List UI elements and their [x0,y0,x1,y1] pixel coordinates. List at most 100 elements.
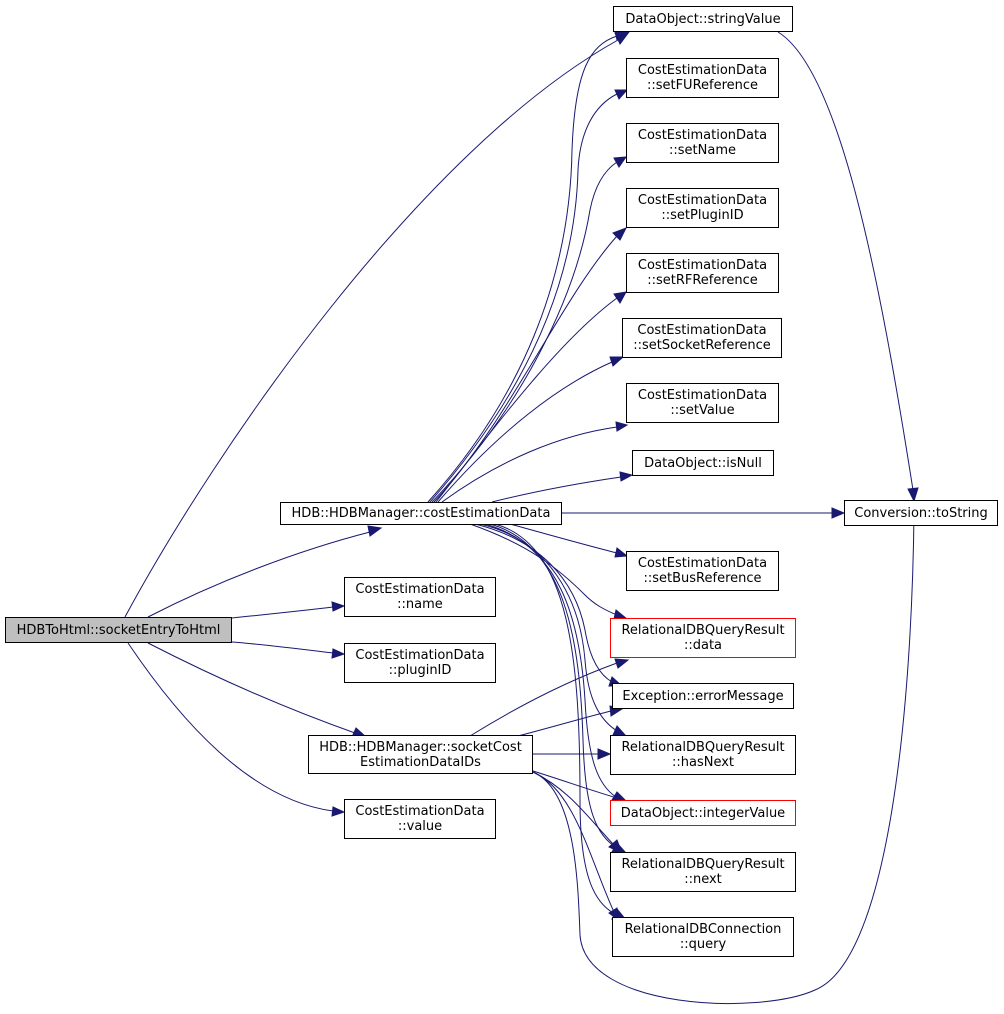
edge-sced-to-query [532,771,615,913]
node-label: RelationalDBQueryResult [621,857,785,872]
node-costestimationdata-setrfreference[interactable]: CostEstimationData ::setRFReference [626,253,779,293]
node-label: Exception::errorMessage [622,688,784,704]
edge-arrow [614,547,629,558]
edge-arrow [612,227,628,241]
edge-arrow [907,487,919,503]
edge-ced-to-setsocketreference [437,361,613,503]
edge-root-to-socketcostids [147,642,356,734]
node-label: DataObject::stringValue [625,11,781,27]
node-label: ::name [397,597,443,612]
edge-arrow [615,421,629,432]
node-costestimationdata-setvalue[interactable]: CostEstimationData ::setValue [626,383,779,423]
node-label: CostEstimationData [637,258,768,273]
node-hdbtohtml-socketentrytohtml: HDBToHtml::socketEntryToHtml [5,617,232,643]
edge-arrow [331,601,346,612]
node-label: RelationalDBQueryResult [621,623,785,638]
edge-arrow [609,356,625,367]
node-label: ::setRFReference [647,273,758,288]
edge-ced-to-errormessage [474,523,613,683]
edge-ced-to-next [489,523,618,849]
node-costestimationdata-setbusreference[interactable]: CostEstimationData ::setBusReference [626,551,779,591]
node-label: ::setSocketReference [633,338,771,353]
edge-arrow [608,839,623,854]
node-label: ::data [683,638,723,653]
node-costestimationdata-name[interactable]: CostEstimationData ::name [344,577,496,617]
node-label: ::hasNext [671,755,735,770]
edge-arrow [331,648,346,659]
node-label: RelationalDBQueryResult [621,740,785,755]
node-label: CostEstimationData [355,804,485,819]
node-label: ::setValue [670,403,735,418]
node-label: DataObject::isNull [644,455,762,471]
node-label: ::setPluginID [661,208,744,223]
node-hdbmanager-socketcostestimationdataids[interactable]: HDB::HDBManager::socketCost EstimationDa… [308,735,533,774]
node-label: CostEstimationData [637,128,768,143]
edge-ced-to-integervalue [484,523,617,798]
node-relationaldbqueryresult-data[interactable]: RelationalDBQueryResult ::data [610,618,796,658]
edge-arrow [613,156,628,168]
node-label: CostEstimationData [637,388,768,403]
node-label: Conversion::toString [854,505,988,521]
node-label: CostEstimationData [355,648,485,663]
node-costestimationdata-pluginid[interactable]: CostEstimationData ::pluginID [344,643,496,683]
node-dataobject-integervalue[interactable]: DataObject::integerValue [610,800,796,826]
node-dataobject-isnull[interactable]: DataObject::isNull [632,450,774,476]
edge-arrow [331,806,346,817]
node-costestimationdata-value[interactable]: CostEstimationData ::value [344,799,496,839]
node-label: DataObject::integerValue [620,805,786,821]
node-costestimationdata-setsocketreference[interactable]: CostEstimationData ::setSocketReference [622,318,782,358]
node-label: ::setBusReference [643,571,762,586]
node-label: CostEstimationData [637,63,768,78]
edge-sced-to-errormessage [517,710,612,737]
node-label: HDBToHtml::socketEntryToHtml [16,622,221,638]
edge-ced-to-setvalue [441,426,618,503]
node-costestimationdata-setfureference[interactable]: CostEstimationData ::setFUReference [626,58,779,98]
node-label: CostEstimationData [637,323,767,338]
node-label: ::value [397,819,443,834]
node-hdbmanager-costestimationdata[interactable]: HDB::HDBManager::costEstimationData [280,502,562,525]
node-exception-errormessage[interactable]: Exception::errorMessage [612,683,794,709]
node-label: CostEstimationData [637,193,768,208]
edge-root-to-costestimationdata [147,531,371,618]
node-label: ::next [684,872,722,887]
edge-arrow [613,291,627,304]
node-label: CostEstimationData [355,582,485,597]
edge-ced-to-setname [431,161,618,503]
node-label: ::pluginID [388,663,452,678]
node-conversion-tostring[interactable]: Conversion::toString [844,500,998,526]
edge-root-to-pluginid [231,641,334,654]
node-dataobject-stringvalue[interactable]: DataObject::stringValue [613,6,793,32]
node-relationaldbqueryresult-next[interactable]: RelationalDBQueryResult ::next [610,852,796,892]
node-label: HDB::HDBManager::socketCost [319,739,522,755]
edge-root-to-stringvalue [124,39,619,618]
edge-stringvalue-to-tostring [777,31,914,491]
edge-arrow [614,658,630,669]
edge-sced-to-tostring [532,512,915,1005]
node-label: ::query [679,937,727,952]
edge-ced-to-setrfreference [435,297,618,503]
edge-ced-to-hasnext [479,523,618,732]
edge-arrow [597,748,612,760]
node-label: EstimationDataIDs [360,754,481,770]
edge-ced-to-setbusreference [509,523,618,554]
edge-ced-to-stringvalue [427,35,618,503]
edge-ced-to-rdbdata [469,523,618,616]
edge-root-to-name [231,606,334,619]
node-costestimationdata-setpluginid[interactable]: CostEstimationData ::setPluginID [626,188,779,228]
edge-ced-to-query [494,523,618,916]
node-label: HDB::HDBManager::costEstimationData [291,506,551,521]
edge-arrow [614,89,629,100]
node-relationaldbqueryresult-hasnext[interactable]: RelationalDBQueryResult ::hasNext [610,735,796,775]
node-costestimationdata-setname[interactable]: CostEstimationData ::setName [626,123,779,163]
edge-sced-to-rdbdata [469,662,618,737]
node-label: ::setName [669,143,736,158]
edge-arrow [619,471,634,482]
edge-ced-to-isnull [491,476,622,503]
edge-arrow [367,525,383,537]
edge-arrow [831,507,846,519]
edge-ced-to-setfureference [429,93,618,503]
edge-sced-to-integervalue [532,770,618,799]
node-label: ::setFUReference [646,78,759,93]
node-relationaldbconnection-query[interactable]: RelationalDBConnection ::query [612,917,794,957]
